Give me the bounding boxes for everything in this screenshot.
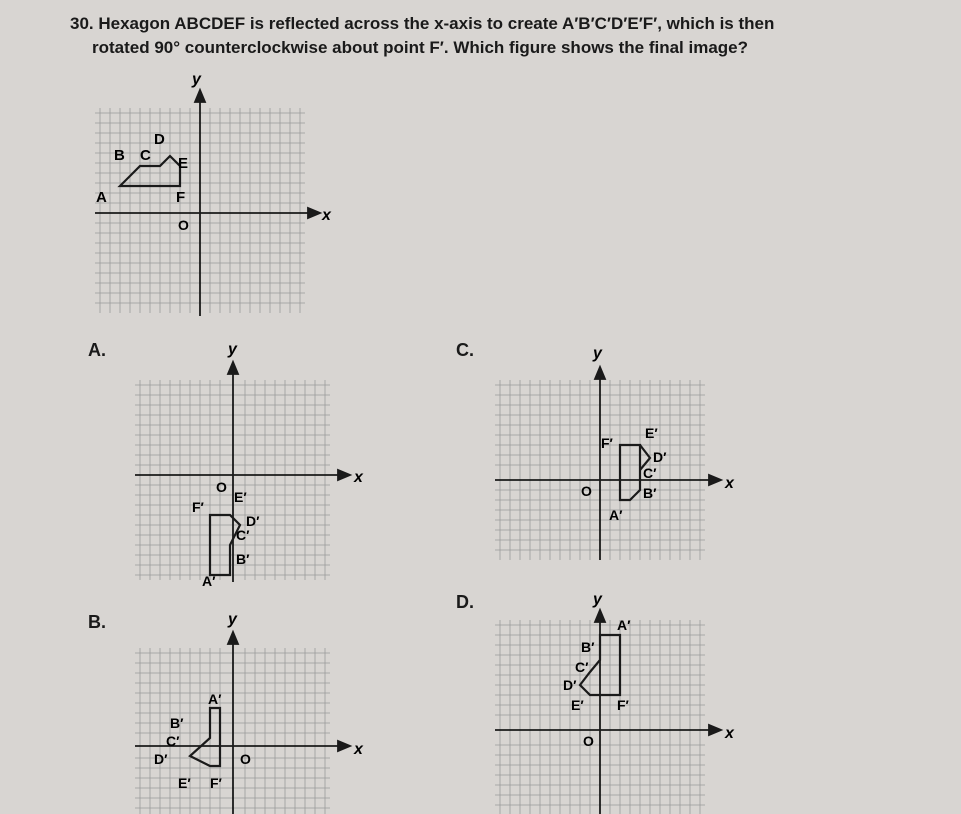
label-e: E: [178, 155, 188, 172]
choice-b-label-f: F′: [210, 775, 223, 791]
choice-b-label-b: B′: [170, 715, 184, 731]
label-d: D: [154, 131, 165, 148]
choice-c-label-c: C′: [643, 465, 657, 481]
choice-d-grid: [495, 620, 705, 814]
choice-c-label-d: D′: [653, 449, 667, 465]
choice-c-label-a: A′: [609, 507, 623, 523]
choice-b-letter[interactable]: B.: [88, 612, 106, 632]
choice-d-figure[interactable]: x y O A′ B′ C′ D′ E′ F′: [495, 590, 755, 814]
choice-d-y-axis-label: y: [592, 591, 603, 608]
choice-a-hexagon: [208, 513, 242, 577]
choice-d-label-e: E′: [571, 697, 584, 713]
choice-c-figure[interactable]: x y O F′ E′ D′ C′ B′ A′: [495, 330, 755, 560]
label-b: B: [114, 147, 125, 164]
choice-c-letter[interactable]: C.: [456, 340, 474, 360]
choice-b-figure[interactable]: x y O A′ B′ C′ D′ E′ F′: [130, 608, 380, 814]
choice-a-label-c: C′: [236, 527, 250, 543]
original-y-axis-label: y: [191, 71, 202, 88]
choice-d-label-d: D′: [563, 677, 577, 693]
choice-d-x-axis-label: x: [724, 725, 735, 742]
choice-b-label-c: C′: [166, 733, 180, 749]
question-line-2: rotated 90° counterclockwise about point…: [92, 38, 749, 57]
label-f: F: [176, 189, 185, 206]
choice-c-label-f: F′: [601, 435, 614, 451]
choice-d-axes: [495, 607, 724, 814]
choice-a-axes: [135, 359, 353, 582]
choice-b-axes: [135, 629, 353, 814]
choice-d-label-c: C′: [575, 659, 589, 675]
original-figure: x y O A B C D E F: [95, 71, 332, 316]
choice-a-x-axis-label: x: [353, 469, 364, 486]
choice-b-origin-label: O: [240, 751, 251, 767]
choice-c-label-b: B′: [643, 485, 657, 501]
choice-c-origin-label: O: [581, 483, 592, 499]
choice-d-hexagon: [578, 633, 622, 697]
question-text: 30. Hexagon ABCDEF is reflected across t…: [70, 12, 940, 60]
choice-a-label-d: D′: [246, 513, 260, 529]
choice-b-y-axis-label: y: [227, 611, 238, 628]
choice-a-letter[interactable]: A.: [88, 340, 106, 360]
choice-d-label-b: B′: [581, 639, 595, 655]
choice-b-label-d: D′: [154, 751, 168, 767]
choice-c-notch: [639, 444, 652, 471]
choice-a-figure[interactable]: x y O F′ E′ D′ C′ B′ A′: [130, 330, 380, 590]
choice-d-origin-label: O: [583, 733, 594, 749]
hexagon-abcdef: [117, 154, 182, 188]
original-x-axis-label: x: [321, 207, 332, 224]
original-axes: [95, 87, 323, 316]
choice-a-label-e: E′: [234, 489, 247, 505]
label-c: C: [140, 147, 151, 164]
choice-a-y-axis-label: y: [227, 341, 238, 358]
choice-d-letter[interactable]: D.: [456, 592, 474, 612]
choice-b-hexagon: [188, 706, 222, 768]
choice-c-label-e: E′: [645, 425, 658, 441]
original-origin-label: O: [178, 217, 189, 233]
choice-a-label-f: F′: [192, 499, 205, 515]
choice-a-origin-label: O: [216, 479, 227, 495]
question-number: 30.: [70, 14, 94, 33]
choice-b-label-e: E′: [178, 775, 191, 791]
choice-d-label-a: A′: [617, 617, 631, 633]
choice-b-label-a: A′: [208, 691, 222, 707]
choice-b-x-axis-label: x: [353, 741, 364, 758]
choice-a-label-b: B′: [236, 551, 250, 567]
choice-c-y-axis-label: y: [592, 345, 603, 362]
choice-a-label-a: A′: [202, 573, 216, 589]
label-a: A: [96, 189, 107, 206]
choice-c-x-axis-label: x: [724, 475, 735, 492]
choice-d-label-f: F′: [617, 697, 630, 713]
question-line-1: Hexagon ABCDEF is reflected across the x…: [98, 14, 775, 33]
choice-c-axes: [495, 364, 724, 560]
